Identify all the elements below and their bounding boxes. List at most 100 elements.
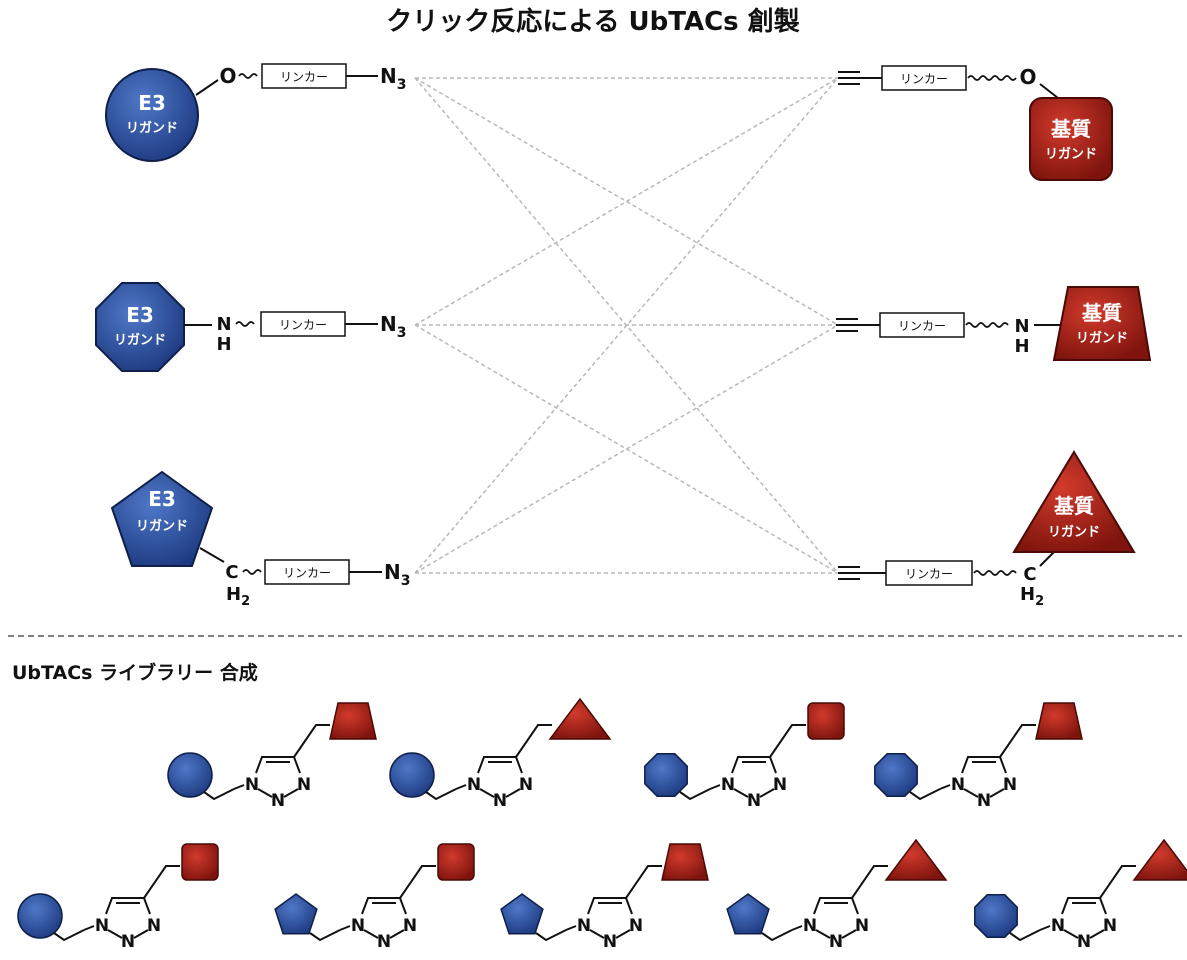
substrate-ligand-label-line1: 基質 xyxy=(1054,494,1094,518)
wavy-bond xyxy=(242,569,262,575)
ch2-hydrogens: H2 xyxy=(226,584,250,609)
triazole-nitrogen: N xyxy=(121,932,135,952)
methylene-bond xyxy=(1009,929,1041,942)
n-substituent-bond xyxy=(709,784,721,790)
library-product: NNN xyxy=(726,838,948,952)
substrate-ligand-trapezoid-icon xyxy=(661,843,709,881)
oxygen-atom: O xyxy=(219,64,236,88)
triazole-nitrogen: N xyxy=(855,916,869,936)
triazole-nitrogen: N xyxy=(467,775,481,795)
carbon-atom: C xyxy=(225,562,238,583)
e3-ligand-pentagon-icon xyxy=(500,893,544,935)
methylene-bond xyxy=(909,788,941,801)
triazole-ring-bond xyxy=(759,788,775,798)
triazole-nitrogen: N xyxy=(773,775,787,795)
substrate-ligand-trapezoid-icon xyxy=(1035,702,1083,740)
triazole-nitrogen: N xyxy=(297,775,311,795)
linker-box xyxy=(881,65,967,91)
pair-line xyxy=(414,77,839,574)
triazole-nitrogen: N xyxy=(1003,775,1017,795)
methylene-bond xyxy=(999,724,1036,758)
ch2-hydrogens: H2 xyxy=(1020,584,1044,609)
triple-bond-icon xyxy=(838,566,860,580)
pair-line xyxy=(414,77,839,326)
e3-building-block-oxygen: E3 リガンド O リンカー N3 xyxy=(105,63,407,162)
triazole-nitrogen: N xyxy=(403,916,417,936)
methylene-bond xyxy=(425,788,457,801)
methylene-bond xyxy=(625,865,662,899)
triazole-nitrogen: N xyxy=(1103,916,1117,936)
substrate-ligand-label-line1: 基質 xyxy=(1082,301,1122,325)
triazole-nitrogen: N xyxy=(519,775,533,795)
e3-ligand-label-line2: リガンド xyxy=(126,121,178,136)
substrate-building-block-methylene: リンカー C H2 基質 リガンド xyxy=(838,450,1136,609)
e3-ligand-pentagon-icon xyxy=(274,893,318,935)
triazole-ring-bond xyxy=(477,756,523,774)
triazole-nitrogen: N xyxy=(951,775,965,795)
e3-ligand-pentagon-icon xyxy=(110,470,214,567)
triazole-ring-bond xyxy=(841,929,857,939)
triazole-ring-bond xyxy=(107,929,123,939)
linker-box xyxy=(260,311,346,337)
triazole-ring-bond xyxy=(815,929,831,939)
triazole-ring-bond xyxy=(363,929,379,939)
triazole-ring-bond xyxy=(963,788,979,798)
azide-group: N3 xyxy=(384,560,411,589)
methylene-bond xyxy=(53,929,85,942)
e3-ligand-octagon-icon xyxy=(874,753,918,797)
methylene-bond xyxy=(399,865,436,899)
triazole-ring-bond xyxy=(389,929,405,939)
triazole-nitrogen: N xyxy=(829,932,843,952)
triazole-nitrogen: N xyxy=(721,775,735,795)
e3-ligand-octagon-icon xyxy=(95,282,185,372)
n-substituent-bond xyxy=(339,925,351,931)
library-product: NNN xyxy=(500,843,709,952)
library-product: NNN xyxy=(389,697,612,811)
azide-group: N3 xyxy=(380,64,407,93)
substrate-ligand-label-line1: 基質 xyxy=(1051,117,1091,141)
triazole-ring-bond xyxy=(1063,929,1079,939)
triazole-nitrogen: N xyxy=(629,916,643,936)
nitrogen-atom: N xyxy=(1014,316,1029,337)
substrate-ligand-label-line2: リガンド xyxy=(1048,525,1100,540)
n-substituent-bond xyxy=(1039,925,1051,931)
wavy-bond xyxy=(973,570,1017,576)
e3-ligand-label-line2: リガンド xyxy=(136,519,188,534)
triazole-ring-bond xyxy=(615,929,631,939)
triple-bond-icon xyxy=(838,71,860,85)
triazole-nitrogen: N xyxy=(245,775,259,795)
e3-ligand-label-line1: E3 xyxy=(126,303,154,327)
triazole-ring-bond xyxy=(813,897,859,915)
methylene-bond xyxy=(309,929,341,942)
substrate-ligand-triangle-icon xyxy=(1132,838,1187,881)
library-title: UbTACs ライブラリー 合成 xyxy=(12,661,258,684)
e3-building-block-amine: E3 リガンド N H リンカー N3 xyxy=(95,282,407,372)
library-product: NNN xyxy=(274,843,475,952)
triazole-ring-bond xyxy=(961,756,1007,774)
triazole-ring-bond xyxy=(105,897,151,915)
substrate-ligand-label-line2: リガンド xyxy=(1076,331,1128,346)
library-product: NNN xyxy=(644,702,845,811)
triazole-nitrogen: N xyxy=(603,932,617,952)
e3-ligand-octagon-icon xyxy=(644,753,688,797)
substrate-ligand-trapezoid-icon xyxy=(329,702,377,740)
triazole-nitrogen: N xyxy=(493,791,507,811)
azide-group: N3 xyxy=(380,312,407,341)
pairing-lines xyxy=(414,77,839,574)
triazole-nitrogen: N xyxy=(147,916,161,936)
substrate-building-block-amine: リンカー N H 基質 リガンド xyxy=(836,286,1152,361)
methylene-bond xyxy=(851,865,888,899)
linker-label: リンカー xyxy=(279,318,327,332)
wavy-bond xyxy=(967,75,1017,81)
methylene-bond xyxy=(515,724,552,758)
substrate-ligand-triangle-icon xyxy=(1012,450,1136,553)
library-product: NNN xyxy=(874,702,1083,811)
library-product: NNN xyxy=(974,838,1187,952)
triazole-nitrogen: N xyxy=(747,791,761,811)
triazole-ring-bond xyxy=(731,756,777,774)
methylene-bond xyxy=(143,865,180,899)
triazole-ring-bond xyxy=(505,788,521,798)
triazole-nitrogen: N xyxy=(1051,916,1065,936)
